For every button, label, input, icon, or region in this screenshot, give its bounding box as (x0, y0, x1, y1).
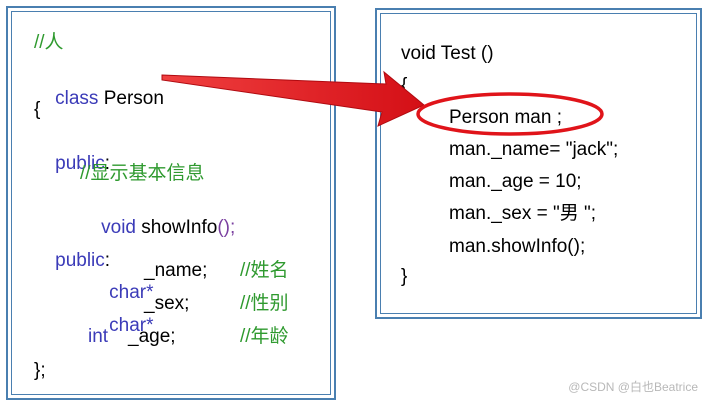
assign-name: man._name= "jack"; (449, 139, 619, 160)
function-open-brace: { (401, 75, 408, 96)
object-declaration: Person man ; (449, 107, 562, 128)
comment-show-info: //显示基本信息 (80, 163, 205, 184)
public-label-2: public: (34, 228, 110, 294)
void-keyword: void (101, 217, 136, 238)
function-signature: void Test () (401, 43, 494, 64)
method-declaration: void showInfo(); (80, 195, 235, 261)
field-name-line: char* (88, 260, 153, 326)
method-call: man.showInfo(); (449, 236, 586, 257)
function-close-brace: } (401, 266, 408, 287)
comment-person: //人 (34, 32, 64, 53)
class-close-brace: }; (34, 360, 46, 381)
watermark: @CSDN @白也Beatrice (568, 380, 698, 394)
class-definition-panel: //人 class Person { public: //显示基本信息 void… (6, 6, 336, 400)
test-function-panel: void Test () { Person man ; man._name= "… (375, 8, 702, 319)
method-name: showInfo (141, 217, 218, 238)
public-colon-1: : (104, 153, 111, 174)
comment-name: //姓名 (240, 260, 289, 281)
comment-age: //年龄 (240, 326, 289, 347)
public-label-1: public: (34, 131, 110, 197)
field-age: _age; (128, 326, 176, 347)
assign-sex: man._sex = "男 "; (449, 203, 597, 224)
field-name: _name; (144, 260, 208, 281)
class-declaration-line: class Person (34, 66, 164, 132)
public-keyword-2: public (55, 250, 105, 271)
char-keyword-1: char* (109, 282, 154, 303)
comment-sex: //性别 (240, 293, 289, 314)
class-keyword: class (55, 88, 99, 109)
class-name: Person (103, 88, 164, 109)
class-open-brace: { (34, 99, 41, 120)
public-colon-2: : (104, 250, 111, 271)
public-keyword-1: public (55, 153, 105, 174)
assign-age: man._age = 10; (449, 171, 582, 192)
int-keyword: int (88, 326, 109, 347)
field-sex-line: char* (88, 293, 153, 359)
method-parens: (); (217, 217, 236, 238)
char-keyword-2: char* (109, 315, 154, 336)
field-sex: _sex; (144, 293, 190, 314)
